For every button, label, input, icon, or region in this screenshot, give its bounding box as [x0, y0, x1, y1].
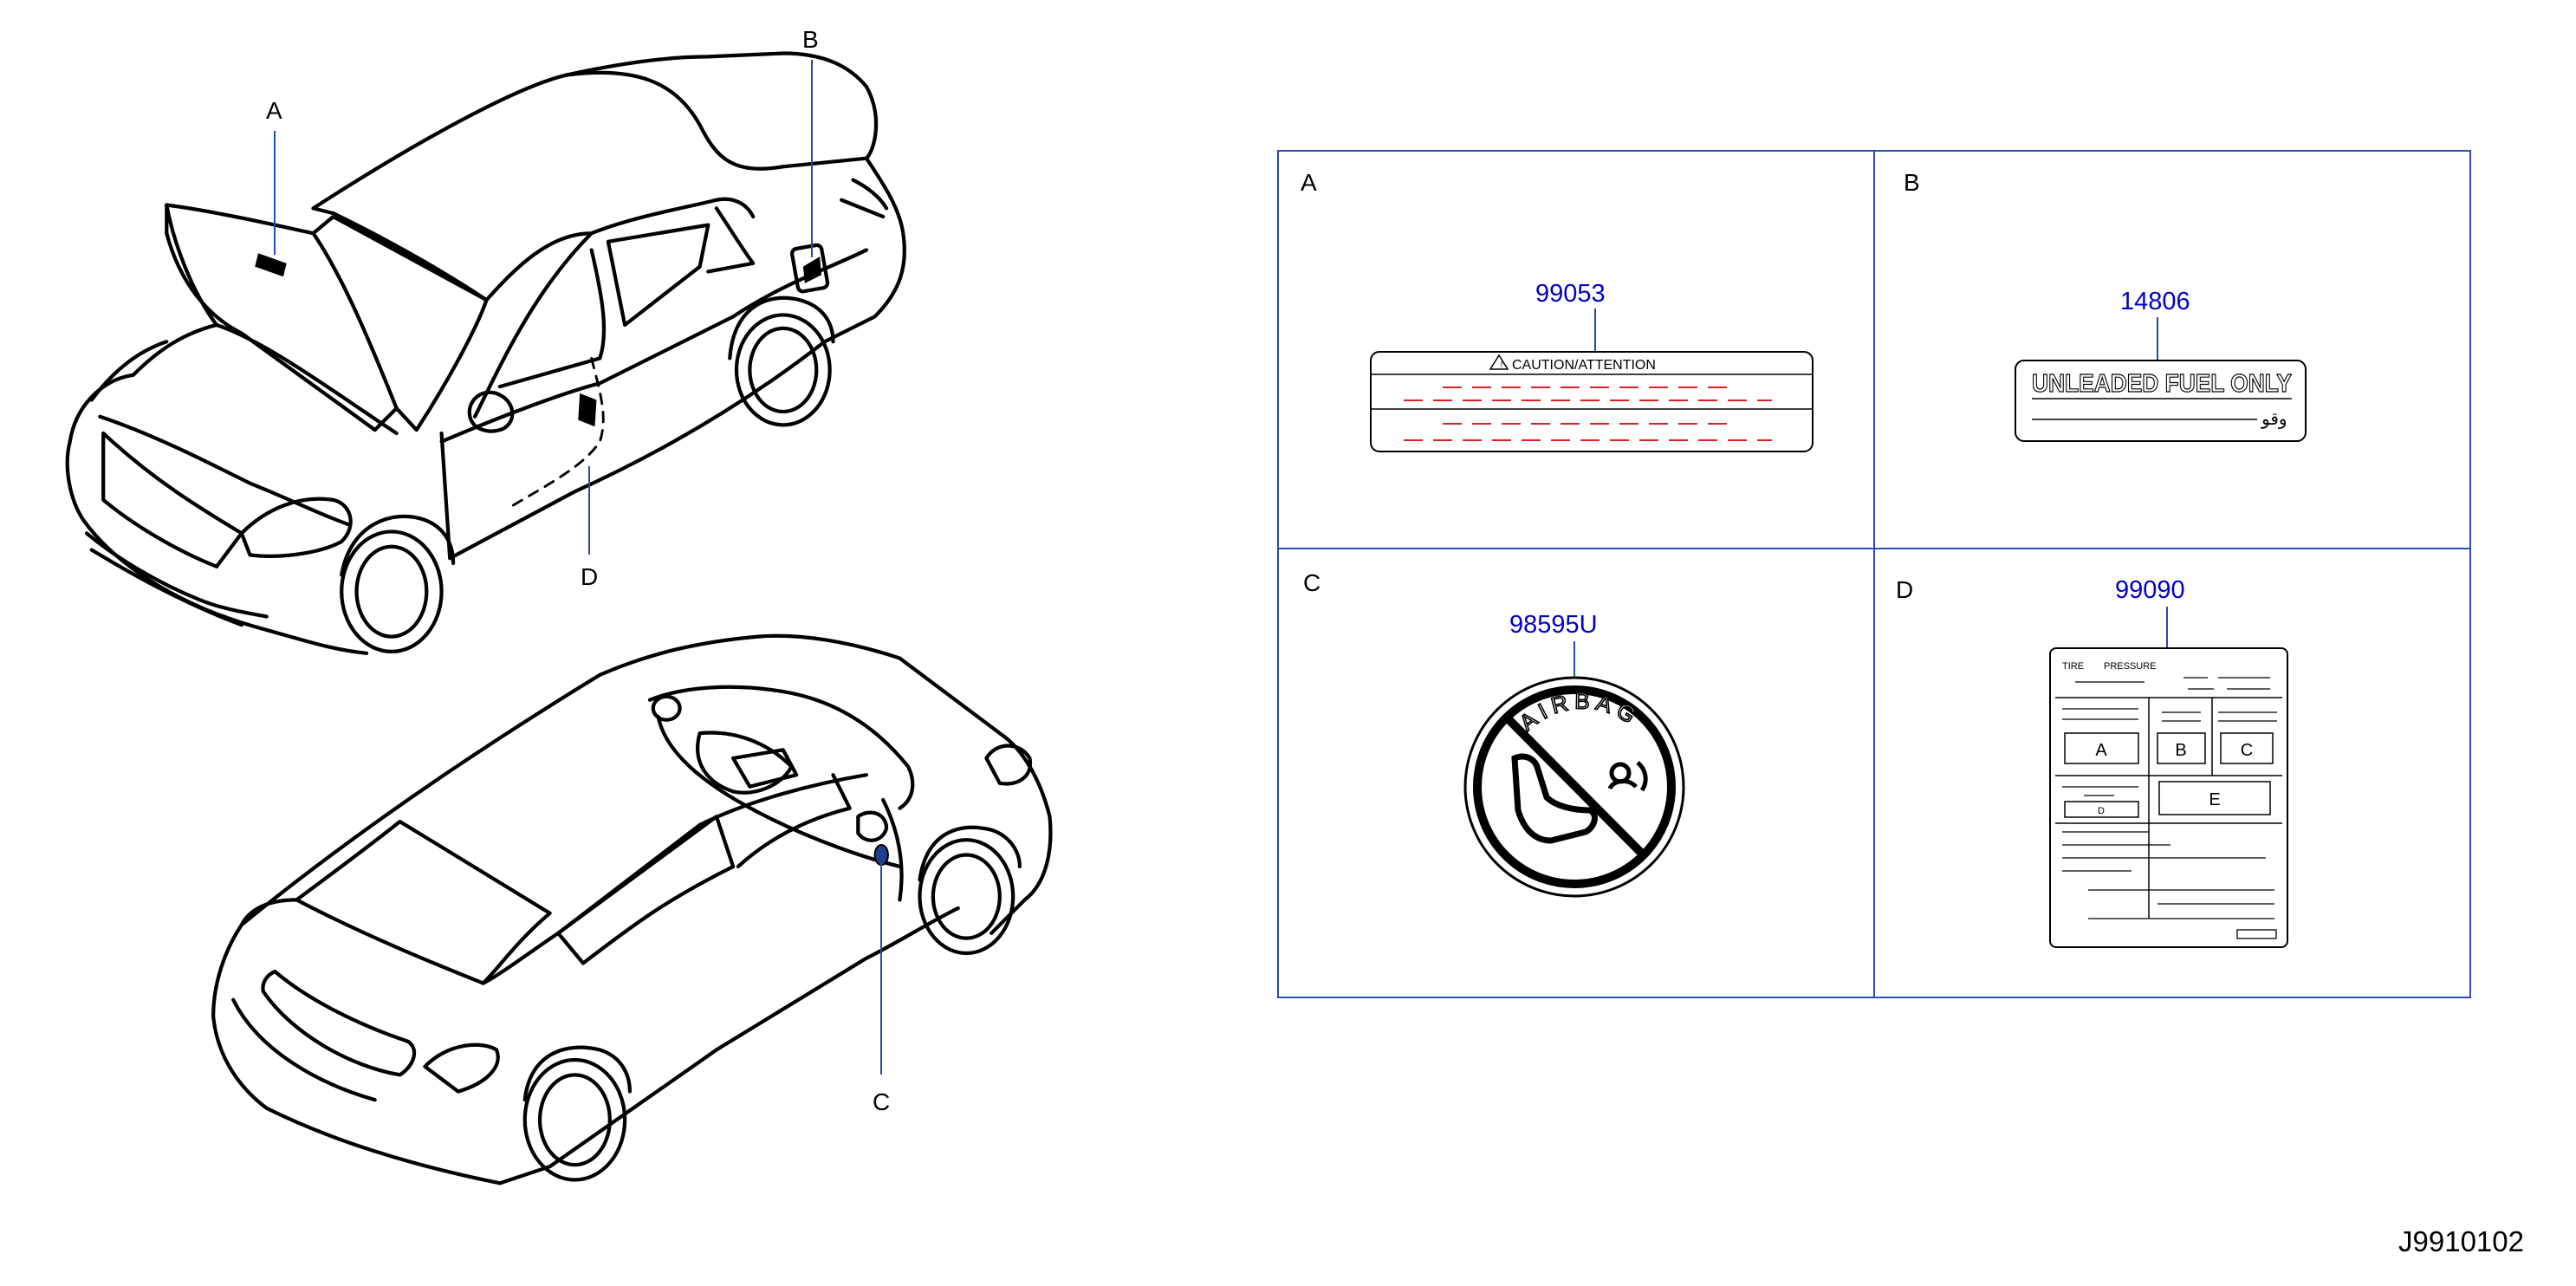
part-number-99090: 99090 — [2115, 576, 2185, 604]
panel-d-letter: D — [1896, 576, 1913, 603]
cell-d: D — [2098, 806, 2105, 816]
callout-a: A — [266, 97, 282, 124]
caution-label — [1370, 351, 1814, 452]
unleaded-fuel-text: UNLEADED FUEL ONLY — [2032, 370, 2292, 398]
panel-b-letter: B — [1904, 169, 1920, 196]
caution-heading: CAUTION/ATTENTION — [1512, 358, 1656, 373]
warning-icon — [1489, 354, 1509, 370]
panel-c-letter: C — [1303, 569, 1320, 596]
panel-c: C 98595U AIRBAG — [1303, 569, 1685, 898]
label-panels: A 99053 ! CAUTION/ATTENTION B 14806 UNLE… — [1277, 150, 2471, 998]
callout-d: D — [581, 563, 598, 590]
cell-a: A — [2095, 741, 2107, 760]
front-car-illustration — [65, 51, 906, 655]
rear-car-illustration — [211, 633, 1053, 1185]
part-number-14806: 14806 — [2120, 288, 2190, 315]
part-number-99053: 99053 — [1535, 280, 1606, 308]
unleaded-fuel-label — [2015, 360, 2307, 442]
tire-label: TIRE — [2062, 661, 2084, 672]
svg-text:!: ! — [1501, 360, 1503, 370]
pressure-label: PRESSURE — [2104, 661, 2157, 672]
part-number-98595u: 98595U — [1509, 611, 1598, 639]
panel-d: D 99090 TIRE PRESSURE — [1896, 576, 2288, 948]
callout-b: B — [802, 26, 819, 53]
child-seat-icon — [1511, 753, 1598, 844]
airbag-warning-label: AIRBAG — [1463, 676, 1685, 898]
cell-b: B — [2175, 741, 2186, 760]
panel-b: B 14806 UNLEADED FUEL ONLY وقو — [1904, 169, 2307, 442]
cell-e: E — [2209, 790, 2220, 809]
panel-a: A 99053 ! CAUTION/ATTENTION — [1301, 169, 1814, 452]
tire-pressure-placard: TIRE PRESSURE A B — [2049, 647, 2288, 948]
panel-a-letter: A — [1301, 169, 1317, 196]
diagram-reference-code: J9910102 — [2398, 1225, 2524, 1257]
callout-c: C — [873, 1088, 890, 1115]
cell-c: C — [2241, 741, 2253, 760]
arabic-text: وقو — [2261, 408, 2287, 429]
